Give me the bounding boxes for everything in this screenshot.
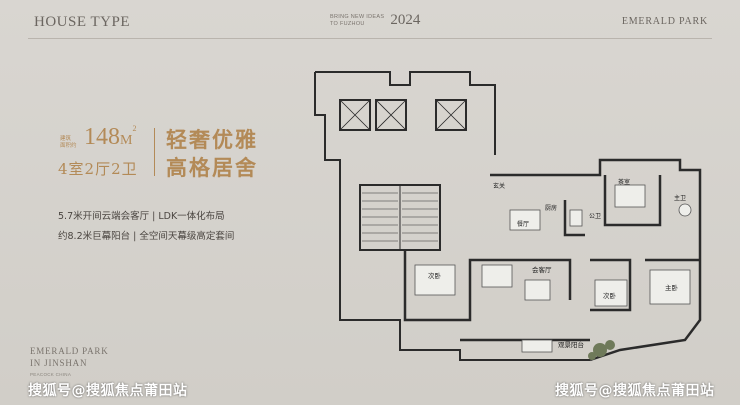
elevator-2 [375, 99, 407, 131]
room-label-living: 会客厅 [532, 265, 552, 274]
inner-wall-study [603, 175, 662, 227]
year-label: 2024 [390, 12, 421, 28]
tagline-line2: TO FUZHOU [330, 20, 365, 27]
brand2-line3: PEACOCK CHINA [30, 372, 72, 377]
area-value: 148M2 [84, 124, 136, 151]
house-type-title: HOUSE TYPE [34, 14, 130, 30]
room-label-balcony: 观景阳台 [558, 340, 584, 349]
room-label-study: 茶室 [618, 178, 630, 186]
elevator-1 [339, 99, 371, 131]
watermark-right: 搜狐号@搜狐焦点莆田站 [555, 383, 715, 399]
inner-wall-bath [563, 200, 585, 237]
header-tagline: BRING NEW IDEAS TO FUZHOU 2024 [330, 12, 420, 29]
elevator-3 [435, 99, 467, 131]
info-divider [154, 128, 155, 176]
area-number: 148 [84, 124, 120, 150]
brand2-line2: IN JINSHAN [30, 358, 88, 368]
inner-wall-bedroom2 [403, 250, 572, 322]
room-label-master-bath: 主卫 [674, 194, 686, 202]
bed-2 [414, 264, 456, 296]
area-unit-sup: 2 [132, 124, 137, 133]
area-label-line1: 建筑 [60, 136, 72, 142]
coffee-table [524, 279, 551, 301]
tagline-line1: BRING NEW IDEAS [330, 13, 385, 20]
room-layout: 4室2厅2卫 [58, 160, 138, 178]
inner-wall-bedroom3 [590, 258, 632, 312]
floor-plan-drawing: 玄关 厨房 餐厅 公卫 茶室 主卫 次卧 会客厅 次卧 主卧 观景阳台 [314, 71, 702, 362]
brand2-line1: EMERALD PARK [30, 346, 109, 356]
area-label: 建筑 面积约 [60, 136, 77, 150]
outer-wall-top [315, 71, 496, 155]
brand-logo-bottom: EMERALD PARK IN JINSHAN PEACOCK CHINA [30, 345, 109, 381]
slogan-line1: 轻奢优雅 [166, 127, 258, 152]
toilet-public [569, 209, 583, 227]
elevator-cross [339, 99, 467, 131]
room-label-entry: 玄关 [493, 182, 505, 190]
tea-table [614, 184, 646, 208]
outer-wall-left [314, 72, 590, 361]
slogan: 轻奢优雅 高格居舍 [166, 126, 258, 182]
tagline-text: BRING NEW IDEAS TO FUZHOU [330, 14, 384, 28]
area-label-line2: 面积约 [60, 143, 77, 149]
master-bed [649, 269, 691, 305]
balcony-table [521, 339, 553, 353]
apartment-outer-wall [490, 158, 702, 362]
sofa-left [481, 264, 513, 288]
watermark-left: 搜狐号@搜狐焦点莆田站 [28, 383, 188, 399]
feature-line-1: 5.7米开间云端会客厅 | LDK一体化布局 [58, 211, 225, 222]
dining-table [509, 209, 541, 231]
room-label-bedroom2: 次卧 [428, 271, 442, 280]
header-divider [28, 38, 712, 39]
room-label-kitchen: 厨房 [545, 204, 557, 212]
bathtub [678, 203, 692, 217]
area-unit: M [120, 133, 133, 148]
feature-line-2: 约8.2米巨幕阳台 | 全空间天幕级高定套间 [58, 231, 235, 242]
bed-3 [594, 279, 628, 307]
stair-treads [362, 192, 438, 242]
slogan-line2: 高格居舍 [166, 155, 258, 180]
brand-logo-top: EMERALD PARK [621, 16, 708, 27]
room-label-bedroom3: 次卧 [603, 291, 617, 300]
room-label-dining: 餐厅 [517, 220, 529, 228]
balcony-plants [588, 340, 615, 360]
room-label-master-bed: 主卧 [665, 283, 679, 292]
room-label-public-bath: 公卫 [589, 213, 601, 220]
